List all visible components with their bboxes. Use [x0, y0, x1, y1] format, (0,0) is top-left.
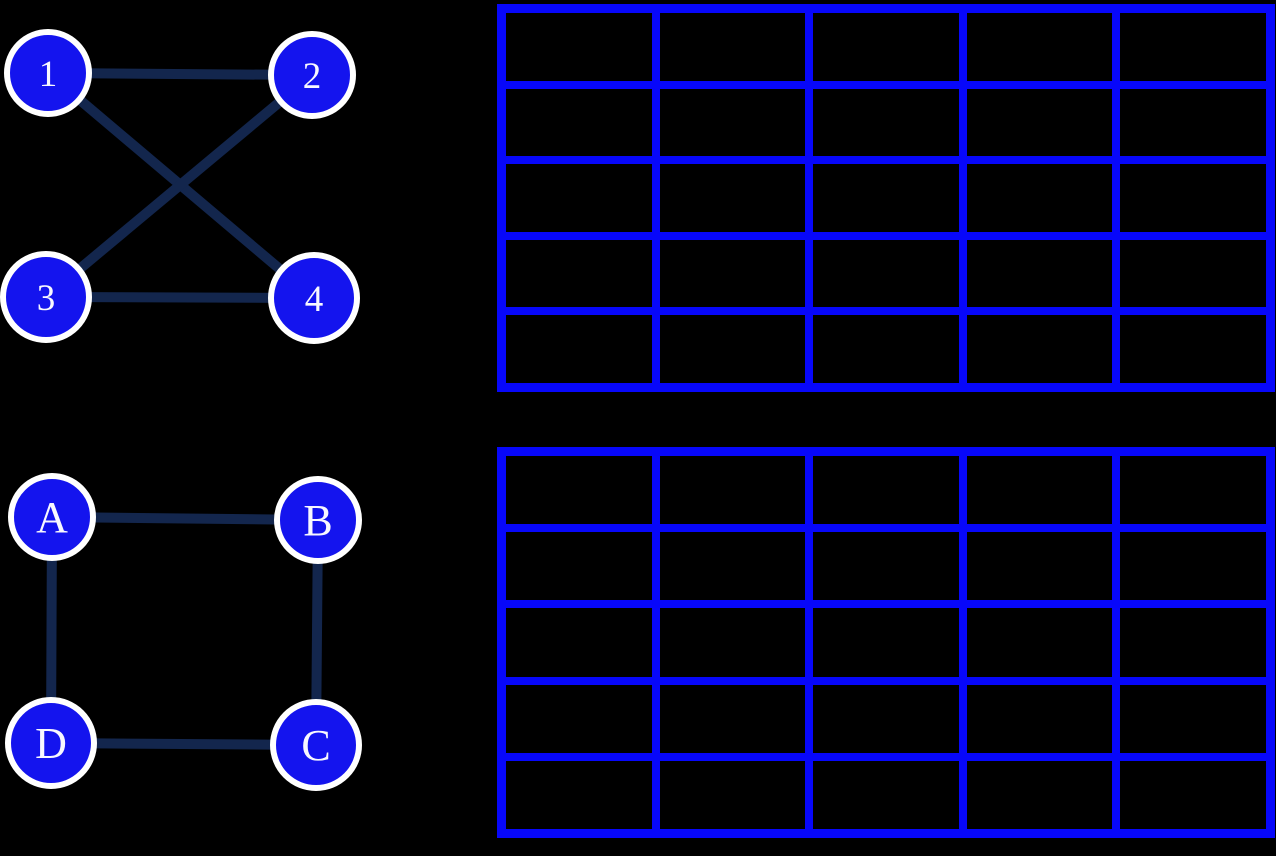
matrix-cell	[659, 456, 806, 525]
matrix-cell	[966, 88, 1113, 157]
node-B-label: B	[303, 496, 332, 545]
matrix-cell	[659, 88, 806, 157]
matrix-cell	[813, 608, 959, 677]
matrix-cell	[1120, 13, 1266, 81]
matrix-cell	[506, 164, 652, 232]
matrix-cell	[813, 315, 959, 383]
matrix-cell	[659, 684, 806, 753]
graph-2-node-C: C	[270, 699, 362, 791]
matrix-cell	[659, 13, 806, 81]
matrix-cell	[1120, 760, 1266, 829]
matrix-cell	[1120, 239, 1266, 308]
matrix-cell	[966, 456, 1113, 525]
matrix-cell	[659, 608, 806, 677]
matrix-cell	[506, 315, 652, 383]
matrix-cell	[1120, 164, 1266, 232]
matrix-cell	[966, 684, 1113, 753]
matrix-cell	[1120, 608, 1266, 677]
matrix-cell	[659, 239, 806, 308]
node-C-label: C	[301, 721, 330, 770]
matrix-cell	[1120, 532, 1266, 601]
matrix-cell	[506, 239, 652, 308]
node-1-label: 1	[39, 54, 58, 95]
graph-1-edges	[41, 68, 319, 303]
matrix-cell	[506, 684, 652, 753]
matrix-cell	[813, 532, 959, 601]
node-3-circle	[0, 251, 92, 343]
graph-1-node-3: 3	[0, 251, 92, 343]
graph-2-node-A: A	[8, 473, 96, 561]
matrix-cell	[813, 684, 959, 753]
node-1-circle	[4, 29, 92, 117]
adjacency-matrix-table-2	[497, 447, 1275, 838]
matrix-cell	[1120, 456, 1266, 525]
node-2-label: 2	[303, 56, 322, 97]
matrix-cell	[966, 760, 1113, 829]
matrix-cell	[966, 13, 1113, 81]
matrix-cell	[813, 760, 959, 829]
node-3-label: 3	[37, 278, 56, 319]
matrix-cell	[966, 239, 1113, 308]
matrix-cell	[813, 456, 959, 525]
matrix-cell	[1120, 315, 1266, 383]
graph-1-node-2: 2	[268, 31, 356, 119]
adjacency-matrix-table-1	[497, 4, 1275, 392]
matrix-cell	[659, 315, 806, 383]
graph-1: 1 2 3 4	[0, 29, 360, 344]
matrix-cell	[506, 456, 652, 525]
matrix-cell	[813, 13, 959, 81]
matrix-cell	[966, 532, 1113, 601]
matrix-cell	[966, 164, 1113, 232]
matrix-cell	[966, 315, 1113, 383]
node-B-circle	[274, 476, 362, 564]
edge-1-2	[43, 68, 317, 80]
graph-2-edges	[46, 512, 323, 750]
matrix-cell	[1120, 684, 1266, 753]
edge-2-3	[41, 70, 317, 302]
node-4-circle	[268, 252, 360, 344]
matrix-cell	[506, 88, 652, 157]
matrix-cell	[659, 164, 806, 232]
node-4-label: 4	[305, 279, 324, 320]
matrix-cell	[1120, 88, 1266, 157]
matrix-cell	[506, 13, 652, 81]
node-2-circle	[268, 31, 356, 119]
matrix-cell	[813, 164, 959, 232]
matrix-cell	[506, 532, 652, 601]
graph-2-node-B: B	[274, 476, 362, 564]
graph-1-node-1: 1	[4, 29, 92, 117]
matrix-cell	[966, 608, 1113, 677]
graph-1-node-4: 4	[268, 252, 360, 344]
matrix-cell	[506, 608, 652, 677]
node-D-label: D	[35, 719, 67, 768]
node-D-circle	[5, 697, 97, 789]
graph-2: A B D C	[5, 473, 362, 791]
graph-2-node-D: D	[5, 697, 97, 789]
edge-A-B	[47, 512, 323, 525]
matrix-cell	[506, 760, 652, 829]
matrix-cell	[813, 88, 959, 157]
node-C-circle	[270, 699, 362, 791]
matrix-cell	[659, 532, 806, 601]
matrix-cell	[659, 760, 806, 829]
node-A-circle	[8, 473, 96, 561]
node-A-label: A	[36, 493, 68, 542]
matrix-cell	[813, 239, 959, 308]
